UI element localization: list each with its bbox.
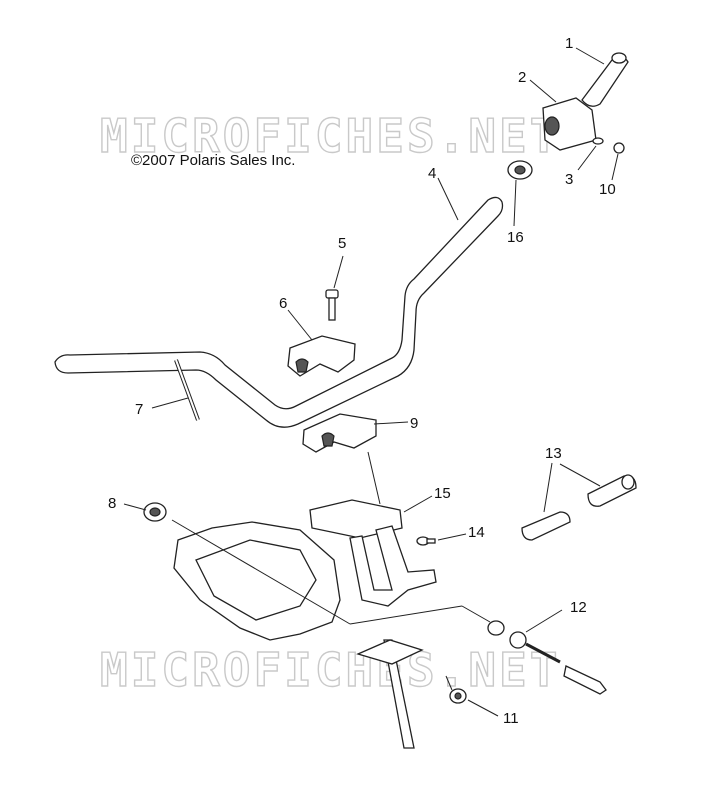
part-5-bolt (325, 289, 339, 321)
callout-10: 10 (599, 181, 616, 198)
part-1-grip (581, 52, 629, 107)
part-8-grommet (143, 502, 167, 522)
part-14-screw (416, 536, 436, 546)
callout-13: 13 (545, 445, 562, 462)
callout-3: 3 (565, 171, 573, 188)
callout-1: 1 (565, 35, 573, 52)
part-7-bolt (174, 359, 200, 421)
part-13-switch (521, 474, 637, 541)
part-4-handlebar (54, 196, 504, 428)
part-11-nut (449, 688, 467, 704)
clamp-6-detail (295, 358, 309, 373)
callout-16: 16 (507, 229, 524, 246)
callout-14: 14 (468, 524, 485, 541)
steering-post (367, 451, 415, 749)
callout-9: 9 (410, 415, 418, 432)
callout-8: 8 (108, 495, 116, 512)
part-12-cable (487, 620, 607, 695)
part-10-nut (613, 142, 625, 154)
support-plate (356, 639, 424, 665)
callout-4: 4 (428, 165, 436, 182)
leader-lines (123, 47, 619, 717)
callout-2: 2 (518, 69, 526, 86)
clamp-9-detail (321, 432, 335, 447)
copyright-text: ©2007 Polaris Sales Inc. (131, 152, 296, 169)
part-16-bushing (507, 160, 533, 180)
part-9-clamp-lower (302, 413, 377, 453)
callout-12: 12 (570, 599, 587, 616)
callout-11: 11 (503, 710, 519, 727)
part-15-bracket (309, 499, 437, 607)
callout-15: 15 (434, 485, 451, 502)
callout-5: 5 (338, 235, 346, 252)
callout-6: 6 (279, 295, 287, 312)
part-3-screw (592, 137, 604, 145)
callout-7: 7 (135, 401, 143, 418)
watermark-bottom: MICROFICHES.NET (100, 643, 560, 697)
watermark-top: MICROFICHES.NET (100, 109, 560, 163)
pod-inner (195, 539, 317, 621)
